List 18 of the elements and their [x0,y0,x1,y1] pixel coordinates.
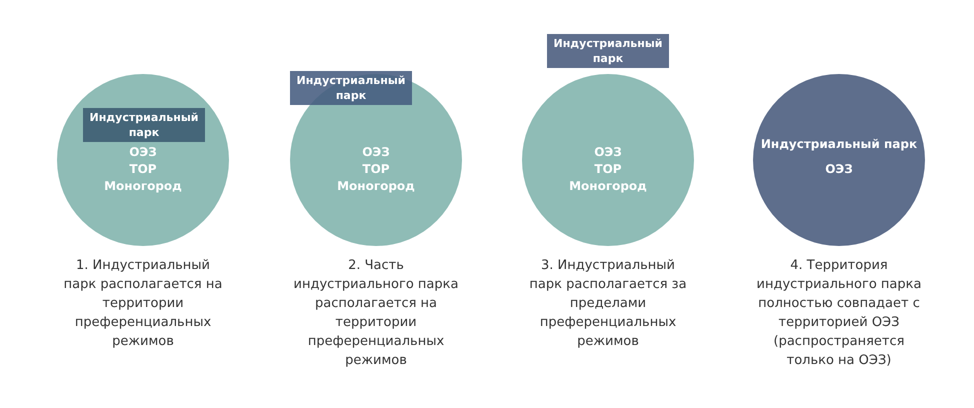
zone-label: ОЭЗ [825,161,853,178]
label-box: Индустриальный парк [83,108,205,142]
zone-label: ТОР [594,161,622,178]
zone-label: ТОР [362,161,390,178]
zone-label: Индустриальный парк [760,136,918,153]
description-label: 4. Территория индустриального парка полностью совпадает с территорией ОЭЗ (распространяется только на ОЭЗ) [756,257,922,370]
label-box: Индустриальный парк [547,34,669,68]
label-box: Индустриальный парк [290,71,412,105]
zone-label: ОЭЗ [594,144,622,161]
zone-label: ОЭЗ [362,144,390,161]
description-label: 2. Часть индустриального парка располагается на территории преференциальных режимов [293,257,459,370]
zone-label: Моногород [104,178,182,195]
zone-label: Моногород [337,178,415,195]
zone-label: Моногород [569,178,647,195]
zone-label: ТОР [129,161,157,178]
zone-label: ОЭЗ [129,144,157,161]
description-label: 3. Индустриальный парк располагается за пределами преференциальных режимов [528,257,688,351]
description-label: 1. Индустриальный парк располагается на территории преференциальных режимов [62,257,224,351]
